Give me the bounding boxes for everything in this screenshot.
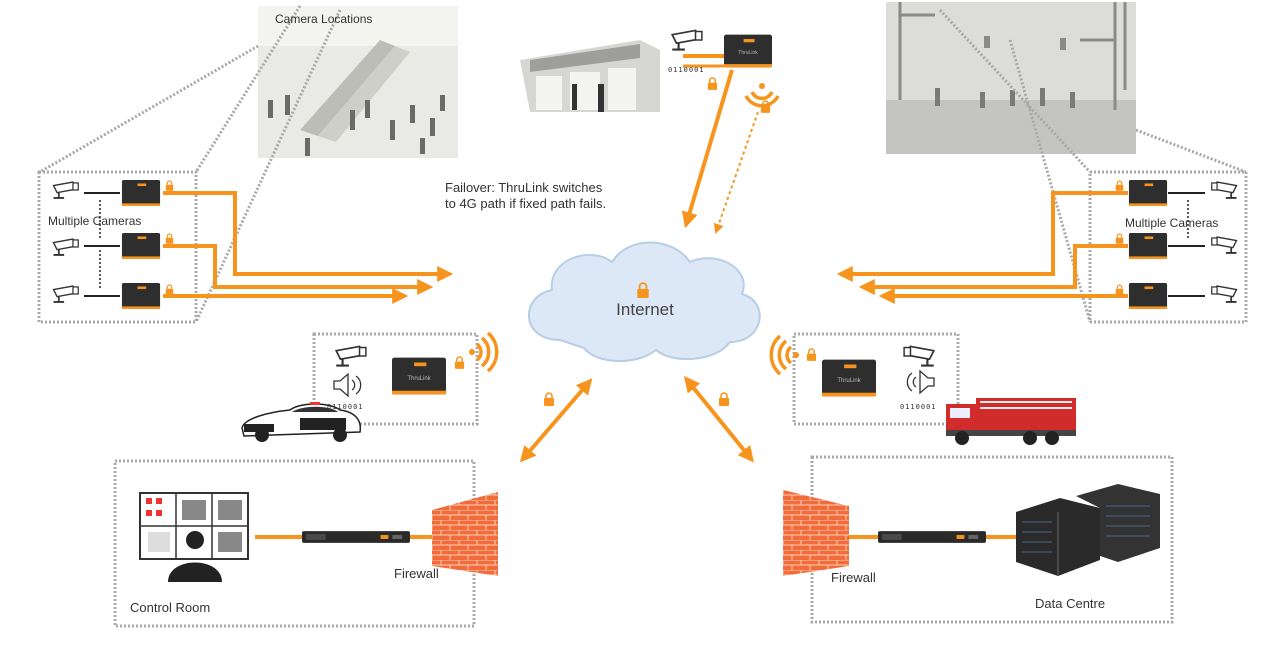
data-centre-box — [783, 455, 1174, 624]
thrulink-router-icon — [1128, 283, 1168, 309]
police-car-image — [241, 402, 362, 442]
internet-label: Internet — [616, 300, 674, 319]
cctv-camera-icon — [671, 29, 703, 51]
shop-fixed-link — [681, 69, 734, 229]
speaker-icon — [333, 372, 362, 398]
control-room-label: Control Room — [130, 600, 210, 615]
thrulink-router-icon — [1128, 233, 1168, 259]
wireless-signal-icon — [769, 334, 799, 376]
brick-firewall-icon — [432, 492, 498, 576]
router-brand-police: ThruLink — [407, 376, 431, 382]
mall-photo — [258, 6, 458, 158]
shop-4g-link — [713, 111, 759, 234]
street-photo — [886, 2, 1136, 154]
padlock-icon — [707, 77, 718, 90]
brick-firewall-icon — [783, 490, 849, 576]
binary-code-fire: 0110001 — [900, 403, 937, 411]
wireless-signal-icon — [744, 83, 780, 108]
failover-note-line1: Failover: ThruLink switches — [445, 180, 603, 195]
thrulink-rack-unit-icon — [878, 531, 986, 543]
thrulink-router-icon — [1128, 180, 1168, 206]
firewall-right-label: Firewall — [831, 570, 876, 585]
thrulink-router-icon — [121, 283, 161, 309]
fire-truck-image — [946, 398, 1076, 445]
right-camera-feeds — [836, 191, 1128, 304]
firewall-left-label: Firewall — [394, 566, 439, 581]
control-room-operator-icon — [139, 492, 249, 582]
server-rack-icon — [1016, 484, 1160, 576]
binary-code-police: 0110001 — [327, 403, 364, 411]
thrulink-rack-unit-icon — [302, 531, 410, 543]
shopfront-photo — [520, 40, 660, 112]
camera-locations-label: Camera Locations — [275, 12, 372, 26]
fire-unit — [769, 332, 1076, 445]
data-centre-link — [683, 376, 755, 463]
router-brand-fire: ThruLink — [837, 378, 861, 384]
padlock-icon — [760, 100, 771, 113]
padlock-icon — [718, 392, 730, 406]
data-centre-label: Data Centre — [1035, 596, 1105, 611]
control-room-box — [113, 459, 498, 628]
left-camera-feeds — [163, 191, 454, 304]
control-room-link — [519, 378, 593, 463]
binary-code-shop: 0110001 — [668, 66, 705, 74]
speaker-icon — [906, 369, 935, 395]
police-unit — [241, 331, 499, 442]
router-brand-shop: ThruLink — [738, 50, 758, 56]
multiple-cameras-left-label: Multiple Cameras — [48, 214, 141, 228]
thrulink-router-icon — [121, 233, 161, 259]
wireless-signal-icon — [469, 331, 499, 373]
multiple-cameras-right-label: Multiple Cameras — [1125, 216, 1218, 230]
internet-cloud — [527, 241, 761, 362]
shop-camera-unit — [671, 29, 780, 113]
failover-note-line2: to 4G path if fixed path fails. — [445, 196, 606, 211]
thrulink-router-icon — [121, 180, 161, 206]
padlock-icon — [543, 392, 555, 406]
